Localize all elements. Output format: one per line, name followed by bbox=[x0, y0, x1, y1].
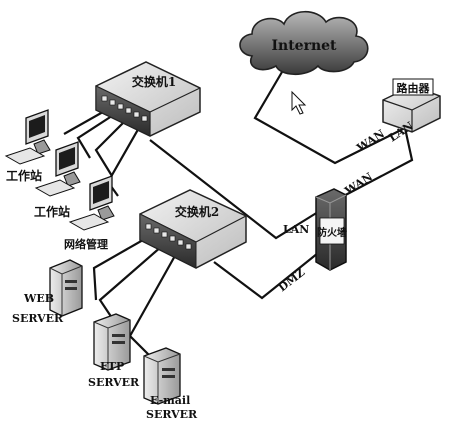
router: 路由器 bbox=[382, 78, 441, 133]
ftp-server-label-line1: FTP bbox=[100, 360, 124, 373]
network-management-label: 网络管理 bbox=[64, 237, 108, 251]
switch-1-label: 交换机1 bbox=[132, 74, 176, 89]
link-label-lan-2: LAN bbox=[283, 223, 309, 236]
link-firewall-switch2 bbox=[213, 244, 329, 300]
workstation-2: 工作站 bbox=[34, 141, 81, 219]
workstation-2-label: 工作站 bbox=[34, 204, 70, 219]
email-server-label-line1: E-mail bbox=[150, 394, 190, 407]
internet-label: Internet bbox=[271, 38, 337, 54]
computer-icon bbox=[68, 175, 115, 231]
web-server: WEB SERVER bbox=[12, 259, 83, 325]
email-server: E-mail SERVER bbox=[143, 347, 198, 421]
server-icon bbox=[93, 313, 131, 371]
computer-icon bbox=[34, 141, 81, 197]
link-label-wan-1: WAN bbox=[354, 127, 387, 155]
link-switch1-ws2 bbox=[76, 111, 119, 159]
link-router-firewall-wan bbox=[335, 127, 414, 201]
router-label-box bbox=[392, 78, 434, 96]
internet-cloud: Internet bbox=[239, 10, 369, 76]
link-switch2-web bbox=[92, 235, 151, 301]
switch-2-ports bbox=[145, 223, 192, 250]
link-label-dmz: DMZ bbox=[276, 266, 307, 295]
link-firewall-switch1 bbox=[149, 139, 319, 240]
mouse-cursor-icon bbox=[291, 90, 307, 115]
link-switch1-netmgmt bbox=[106, 125, 141, 197]
connections bbox=[63, 71, 414, 357]
router-label: 路由器 bbox=[397, 81, 431, 95]
link-switch2-ftp bbox=[98, 245, 163, 319]
ftp-server-label-line2: SERVER bbox=[88, 376, 140, 389]
web-server-label-line1: WEB bbox=[23, 292, 54, 305]
computer-icon bbox=[4, 109, 51, 165]
switch-2: 交换机2 bbox=[139, 189, 247, 269]
workstation-1-label: 工作站 bbox=[6, 168, 42, 183]
ftp-server: FTP SERVER bbox=[88, 313, 140, 389]
server-icon bbox=[143, 347, 181, 405]
switch-2-label: 交换机2 bbox=[175, 204, 219, 219]
link-switch1-ws3 bbox=[94, 117, 129, 177]
email-server-label-line2: SERVER bbox=[146, 408, 198, 421]
web-server-label-line2: SERVER bbox=[12, 312, 64, 325]
link-label-wan-2: WAN bbox=[342, 170, 375, 198]
switch-1: 交换机1 bbox=[95, 61, 201, 137]
workstation-1: 工作站 bbox=[4, 109, 51, 183]
switch-1-ports bbox=[101, 95, 148, 122]
cloud-icon bbox=[239, 10, 369, 76]
link-internet-router bbox=[253, 71, 406, 165]
server-icon bbox=[49, 259, 83, 317]
firewall-label: 防火墙 bbox=[317, 226, 347, 239]
network-management-station: 网络管理 bbox=[64, 175, 115, 251]
firewall: 防火墙 bbox=[315, 188, 347, 271]
